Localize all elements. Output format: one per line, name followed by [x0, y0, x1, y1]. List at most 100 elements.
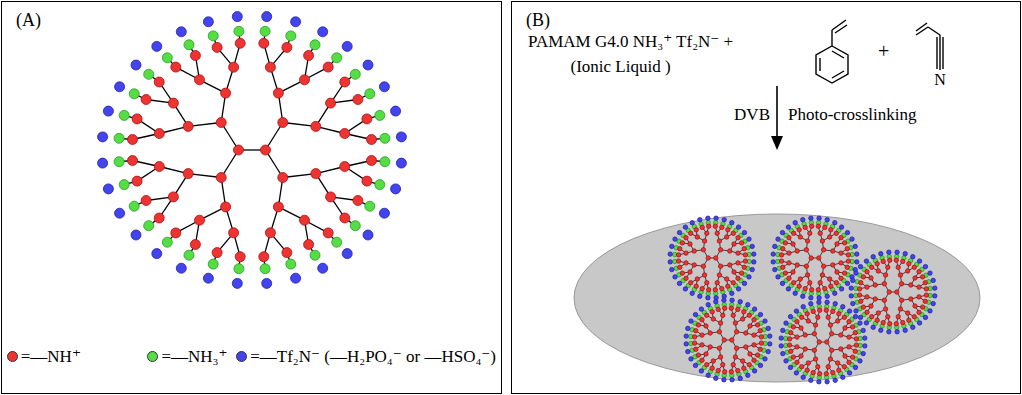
- dendrimer-unit: [811, 370, 815, 374]
- dendrimer-unit: [786, 287, 790, 291]
- dendrimer-unit: [882, 298, 886, 302]
- dendrimer-unit: [896, 265, 900, 269]
- dendrimer-unit: [882, 282, 886, 286]
- dendrimer-unit: [730, 221, 734, 225]
- dendrimer-unit: [232, 278, 242, 288]
- dendrimer-unit: [865, 285, 869, 289]
- dendrimer-unit: [132, 176, 142, 186]
- dendrimer-unit: [758, 312, 762, 316]
- dendrimer-unit: [700, 286, 704, 290]
- dendrimer-unit: [375, 110, 385, 120]
- dendrimer-unit: [854, 309, 858, 313]
- dendrimer-unit: [708, 331, 712, 335]
- dendrimer-unit: [823, 225, 827, 229]
- dendrimer-unit: [684, 334, 688, 338]
- dendrimer: [849, 250, 937, 334]
- dendrimer-unit: [906, 269, 910, 273]
- dendrimer-unit: [362, 114, 372, 124]
- dendrimer-unit: [858, 359, 862, 363]
- dendrimer-unit: [683, 225, 687, 229]
- dendrimer-unit: [931, 301, 935, 305]
- dendrimer: [98, 12, 407, 289]
- dendrimer-unit: [311, 169, 321, 179]
- dendrimer-unit: [847, 309, 851, 313]
- dendrimer-unit: [886, 265, 890, 269]
- dendrimer-unit: [746, 373, 750, 377]
- dendrimer-unit: [861, 305, 865, 309]
- dendrimer-unit: [855, 260, 859, 264]
- dendrimer-unit: [689, 319, 693, 323]
- dendrimer-unit: [824, 372, 828, 376]
- dendrimer-unit: [920, 275, 924, 279]
- dendrimer-unit: [700, 343, 704, 347]
- dendrimer-unit: [784, 359, 788, 363]
- dendrimer-unit: [379, 82, 389, 92]
- dendrimer-unit: [805, 239, 809, 243]
- dendrimer-unit: [841, 375, 845, 379]
- dendrimer-unit: [799, 354, 803, 358]
- dendrimer-unit: [736, 261, 740, 265]
- dendrimer-unit: [768, 334, 772, 338]
- dendrimer-unit: [898, 273, 902, 277]
- dendrimer-unit: [817, 380, 821, 384]
- reagent-note: (Ionic Liquid ): [571, 58, 671, 77]
- dendrimer-unit: [203, 17, 213, 27]
- dendrimer-unit: [803, 347, 807, 351]
- dendrimer-unit: [755, 353, 759, 357]
- dendrimer-unit: [907, 262, 911, 266]
- dendrimer-unit: [714, 300, 718, 304]
- dendrimer-unit: [128, 156, 138, 166]
- dendrimer-unit: [853, 331, 857, 335]
- dendrimer-unit: [792, 281, 796, 285]
- dendrimer-unit: [752, 358, 756, 362]
- dendrimer-unit: [810, 224, 814, 228]
- dendrimer-unit: [363, 60, 373, 70]
- dendrimer-unit: [817, 216, 821, 220]
- dendrimer-unit: [713, 224, 717, 228]
- dendrimer-unit: [706, 296, 710, 300]
- dendrimer-unit: [795, 335, 799, 339]
- dendrimer-unit: [704, 352, 708, 356]
- dendrimer-unit: [278, 118, 288, 128]
- dendrimer-unit: [700, 318, 704, 322]
- dendrimer-unit: [871, 325, 875, 329]
- dendrimer-unit: [813, 323, 817, 327]
- dendrimer-unit: [901, 259, 905, 263]
- dendrimer-unit: [311, 121, 321, 131]
- dendrimer-unit: [732, 242, 736, 246]
- dendrimer-unit: [718, 321, 722, 325]
- dendrimer-unit: [396, 132, 406, 142]
- dendrimer-unit: [693, 363, 697, 367]
- legend-text: =—Tf₂N⁻ (—H₂PO₄⁻ or —HSO₄⁻): [250, 346, 496, 367]
- dendrimer-unit: [906, 311, 910, 315]
- dendrimer-unit: [833, 302, 837, 306]
- dendrimer-unit: [793, 221, 797, 225]
- dendrimer-unit: [733, 321, 737, 325]
- dendrimer-unit: [680, 241, 684, 245]
- dendrimer-unit: [853, 244, 857, 248]
- dendrimer-unit: [818, 231, 822, 235]
- dendrimer-unit: [711, 317, 715, 321]
- dendrimer-unit: [766, 349, 770, 353]
- dendrimer-unit: [692, 341, 696, 345]
- dendrimer-unit: [162, 237, 172, 247]
- dendrimer-unit: [797, 284, 801, 288]
- dendrimer-unit: [846, 253, 850, 257]
- dendrimer-unit: [758, 329, 762, 333]
- dendrimer-unit: [798, 235, 802, 239]
- dendrimer-unit: [787, 276, 791, 280]
- dendrimer-unit: [235, 38, 245, 48]
- dendrimer-unit: [154, 129, 164, 139]
- dendrimer-unit: [144, 221, 154, 231]
- dendrimer-unit: [789, 331, 793, 335]
- dendrimer-unit: [744, 345, 748, 349]
- dendrimer-unit: [887, 250, 891, 254]
- dendrimer-unit: [812, 348, 816, 352]
- dendrimer-unit: [367, 156, 377, 166]
- dendrimer-unit: [696, 353, 700, 357]
- dendrimer-unit: [229, 228, 239, 238]
- dendrimer-unit: [752, 260, 756, 264]
- dendrimer-unit: [265, 228, 275, 238]
- dendrimer-unit: [792, 231, 796, 235]
- dendrimer-unit: [834, 281, 838, 285]
